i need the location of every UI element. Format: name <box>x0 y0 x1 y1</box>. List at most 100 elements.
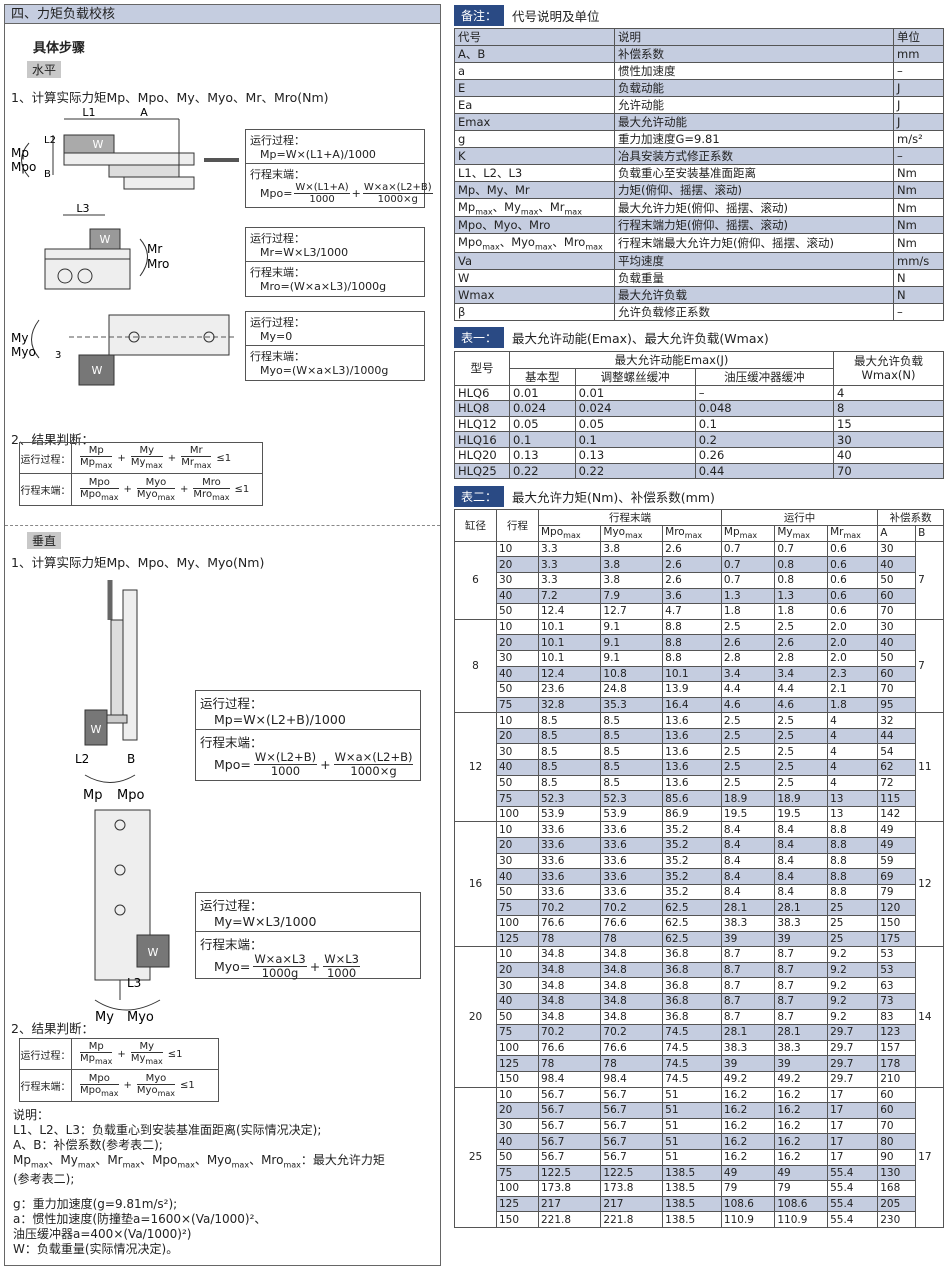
table2-subheader: Mymax <box>774 525 829 542</box>
table2-cell: 51 <box>662 1102 722 1119</box>
formula-box-3: 运行过程：My=0 行程末端：Myo=(W×a×L3)/1000g <box>245 311 425 381</box>
remark-cell: K <box>454 147 615 165</box>
table2-cell: 0.6 <box>827 571 879 589</box>
table2-cell: 10 <box>496 1086 539 1104</box>
vertical-pitch-diagram: W L2 B Mp Mpo <box>75 580 144 803</box>
table2-cell: 2.5 <box>774 743 829 761</box>
svg-text:W: W <box>148 946 159 959</box>
table2-cell: 40 <box>496 665 539 683</box>
remark-cell: g <box>454 130 615 148</box>
table2-cell: 70 <box>877 1117 917 1135</box>
table2-cell: 35.2 <box>662 837 722 854</box>
table2-cell: 8.5 <box>537 774 602 792</box>
table2-cell: 19.5 <box>720 805 776 823</box>
table2-cell: 56.7 <box>537 1133 602 1150</box>
remark-cell: Emax <box>454 113 615 131</box>
table2-cell: 10 <box>496 618 539 636</box>
table2-cell: 54 <box>877 743 917 761</box>
table2-cell: 36.8 <box>662 977 722 994</box>
table2-cell: 16.2 <box>774 1117 829 1135</box>
remark-cell: Mpmax、Mymax、Mrmax <box>454 197 615 218</box>
table2-cell: 70 <box>877 603 917 620</box>
b-cell: 7 <box>915 618 944 714</box>
table2-cell: 24.8 <box>600 681 664 698</box>
table2-cell: 138.5 <box>662 1164 722 1182</box>
table2-cell: 13 <box>827 805 879 823</box>
table2-cell: 3.6 <box>662 587 722 605</box>
table2-cell: 13.6 <box>662 743 722 761</box>
table2-cell: 17 <box>827 1117 879 1135</box>
table2-cell: 2.6 <box>662 556 722 573</box>
table2-cell: 20 <box>496 1102 539 1119</box>
remark-cell: – <box>893 147 944 165</box>
table2-cell: 56.7 <box>537 1086 602 1104</box>
table2-cell: 3.8 <box>600 571 664 589</box>
table2-tag: 表二： <box>454 485 505 507</box>
remark-cell: Nm <box>893 164 944 182</box>
table1-cell: HLQ16 <box>454 431 510 448</box>
table2-cell: 20 <box>496 556 539 573</box>
svg-text:L3: L3 <box>76 202 89 215</box>
table1-cell: 0.05 <box>574 415 696 433</box>
table2-cell: 55.4 <box>827 1164 879 1182</box>
svg-text:B: B <box>127 752 135 766</box>
table2-cell: 8.8 <box>662 649 722 667</box>
remark-cell: J <box>893 113 944 131</box>
table1-cell: – <box>694 384 835 402</box>
table2-cell: 38.3 <box>774 1039 829 1057</box>
table2-cell: 2.5 <box>720 774 776 792</box>
table2-cell: 168 <box>877 1180 917 1197</box>
table2-cell: 2.6 <box>774 634 829 651</box>
table2-cell: 108.6 <box>720 1195 776 1213</box>
table2-cell: 8.5 <box>537 712 602 729</box>
table2-cell: 34.8 <box>537 977 602 994</box>
table2-cell: 28.1 <box>720 899 776 916</box>
v-step2: 2、结果判断： <box>11 1021 94 1036</box>
table2-cell: 52.3 <box>537 790 602 807</box>
table2-cell: 4 <box>827 727 879 745</box>
table2-cell: 8.5 <box>600 774 664 792</box>
table2-cell: 1.8 <box>720 603 776 620</box>
table2-cell: 49 <box>877 821 917 839</box>
remark-cell: Nm <box>893 216 944 235</box>
remark-cell: 行程末端力矩(俯仰、摇摆、滚动) <box>614 216 894 235</box>
table2-cell: 32.8 <box>537 696 602 714</box>
table2-cell: 40 <box>496 868 539 885</box>
vertical-tag: 垂直 <box>27 532 62 549</box>
table2-cell: 8.5 <box>600 712 664 729</box>
table2-cell: 8.4 <box>720 821 776 839</box>
table2-cell: 30 <box>496 977 539 994</box>
table2-cell: 51 <box>662 1133 722 1150</box>
table2-cell: 10 <box>496 712 539 729</box>
table2-cell: 4 <box>827 712 879 729</box>
table2-cell: 74.5 <box>662 1039 722 1057</box>
table2-cell: 8.4 <box>774 821 829 839</box>
table2-cell: 53.9 <box>600 805 664 823</box>
table2-cell: 4 <box>827 743 879 761</box>
table2-cell: 13.6 <box>662 727 722 745</box>
table2-cell: 122.5 <box>537 1164 602 1182</box>
left-panel: 四、力矩负载校核 具体步骤 水平 1、计算实际力矩Mp、Mpo、My、Myo、M… <box>4 4 441 1266</box>
table2-cell: 125 <box>496 1195 539 1213</box>
table2-cell: 4.6 <box>720 696 776 714</box>
table1-cell: HLQ8 <box>454 400 510 417</box>
table2-cell: 62.5 <box>662 915 722 932</box>
table2-cell: 35.2 <box>662 821 722 839</box>
